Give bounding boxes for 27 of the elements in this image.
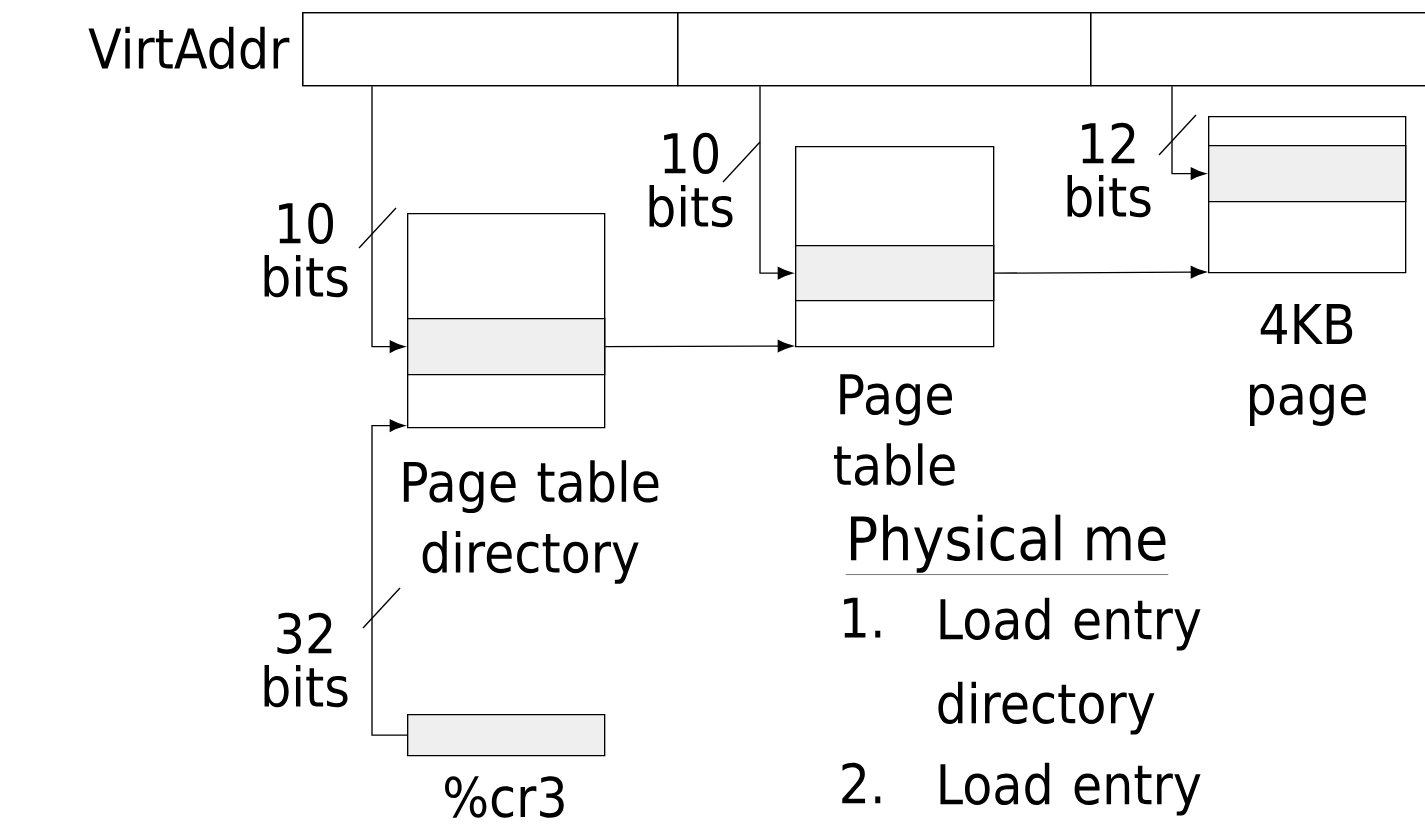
node-label: Page table directory bbox=[403, 460, 659, 584]
bit-field bbox=[302, 12, 679, 87]
bit-field bbox=[1090, 12, 1425, 87]
arrow bbox=[371, 85, 405, 353]
table-entry bbox=[795, 245, 995, 302]
bit-field bbox=[677, 12, 1092, 87]
list-text: 1. bbox=[844, 597, 881, 638]
list-text: Load entry directory bbox=[938, 597, 1201, 735]
arrow bbox=[993, 265, 1206, 279]
list-text: Load entry bbox=[940, 762, 1201, 816]
list-text: 2. bbox=[842, 762, 881, 804]
arrow bbox=[604, 339, 793, 353]
edge-label: 10 bits bbox=[649, 132, 733, 228]
node-label: VirtAddr bbox=[88, 26, 290, 70]
edge-label: 12 bits bbox=[1067, 122, 1151, 218]
edge-label: 10 bits bbox=[264, 202, 348, 298]
table-entry bbox=[407, 318, 606, 376]
node-label: %cr3 bbox=[445, 776, 564, 818]
page-entry bbox=[1208, 145, 1407, 203]
node-label: Page table bbox=[834, 374, 955, 486]
edge-label: 32 bits bbox=[264, 612, 348, 708]
arrow bbox=[371, 419, 408, 736]
register-box: %cr3 bbox=[407, 714, 606, 818]
heading: Physical me bbox=[845, 514, 1169, 575]
arrow bbox=[759, 85, 793, 280]
node-label: 4KB page bbox=[1250, 304, 1366, 426]
arrow bbox=[1171, 85, 1206, 180]
